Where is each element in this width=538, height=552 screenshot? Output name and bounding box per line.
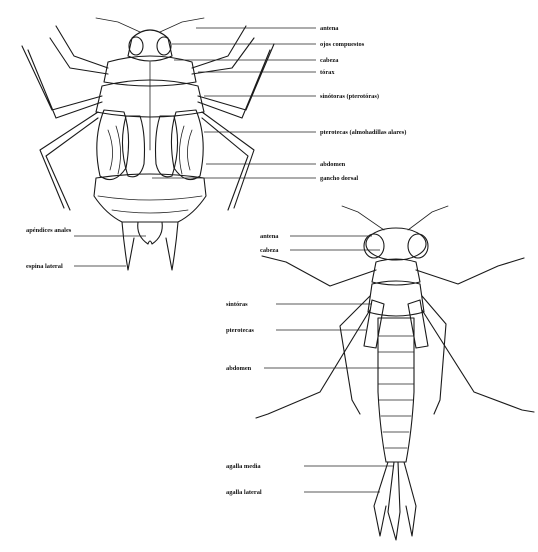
label-a-pterotecas: pterotecas (almohadillas alares) xyxy=(320,129,406,136)
nymph-b-midleg-left xyxy=(340,296,370,414)
label-b-agalla-lateral: agalla lateral xyxy=(226,489,262,496)
label-a-apendices-anales: apéndices anales xyxy=(26,227,72,234)
nymph-b-foreleg-right xyxy=(416,258,524,284)
nymph-b-drawing xyxy=(256,206,534,540)
nymph-b-abdomen xyxy=(378,318,414,462)
nymph-b-lateral-gill-left xyxy=(374,462,388,536)
label-b-antena: antena xyxy=(260,233,279,240)
nymph-b-labels: antena cabeza sintóras pterotecas abdome… xyxy=(226,233,279,496)
nymph-b-foreleg-left xyxy=(262,256,376,286)
nymph-a-wingpad-right-outer xyxy=(171,110,203,180)
nymph-a-lateral-spine-left xyxy=(122,222,134,270)
nymph-b-antenna-left xyxy=(342,206,384,230)
nymph-a-wingpad-left-outer xyxy=(97,110,129,180)
label-b-agalla-media: agalla media xyxy=(226,463,261,470)
label-a-gancho-dorsal: gancho dorsal xyxy=(320,175,358,182)
nymph-a-wingpad-right-inner xyxy=(156,116,178,177)
nymph-a-foreleg-left xyxy=(50,26,108,74)
nymph-a-eye-left xyxy=(129,37,143,55)
nymph-a-lateral-spine-right xyxy=(166,222,178,270)
nymph-a-anal-appendages xyxy=(138,222,163,244)
nymph-b-wingpad-right xyxy=(408,300,428,348)
nymph-b-antenna-right xyxy=(408,206,448,230)
label-a-espina-lateral: espina lateral xyxy=(26,263,63,270)
nymph-a-foreleg-right xyxy=(192,26,254,74)
nymph-b-hindleg-right xyxy=(422,310,534,412)
nymph-a-antenna-right xyxy=(160,18,204,32)
nymph-b-midleg-right xyxy=(422,296,446,414)
nymph-a-antenna-left xyxy=(96,18,140,32)
label-b-pterotecas: pterotecas xyxy=(226,327,254,334)
label-a-antena: antena xyxy=(320,25,339,32)
label-b-cabeza: cabeza xyxy=(260,247,279,254)
nymph-b-abdomen-segments xyxy=(378,336,414,448)
nymph-a-wingpad-left-inner xyxy=(122,116,144,177)
nymph-a-eye-right xyxy=(157,37,171,55)
nymph-a-labels: antena ojos compuestos cabeza tórax sinó… xyxy=(26,25,406,270)
nymph-b-head xyxy=(366,228,426,260)
nymph-a-leader-lines xyxy=(74,28,316,266)
nymph-a-midleg-right xyxy=(198,44,274,118)
label-a-ojos-compuestos: ojos compuestos xyxy=(320,41,365,48)
nymph-b-median-gill xyxy=(388,462,400,540)
nymph-a-hindleg-left xyxy=(40,112,98,210)
nymph-a-abdomen-segments xyxy=(98,196,202,213)
label-b-abdomen: abdomen xyxy=(226,365,252,372)
nymph-b-wingpad-left xyxy=(364,300,384,348)
nymph-a-hindleg-right xyxy=(202,112,254,210)
label-b-sintoras: sintóras xyxy=(226,301,248,308)
label-a-abdomen: abdomen xyxy=(320,161,346,168)
label-a-torax: tórax xyxy=(320,69,335,76)
nymph-b-lateral-gill-right xyxy=(404,462,416,536)
label-a-cabeza: cabeza xyxy=(320,57,339,64)
nymph-b-leader-lines xyxy=(264,236,394,492)
label-a-sinotoras: sinótoras (pterotóras) xyxy=(320,93,379,100)
nymph-b-pterothorax xyxy=(368,281,424,316)
